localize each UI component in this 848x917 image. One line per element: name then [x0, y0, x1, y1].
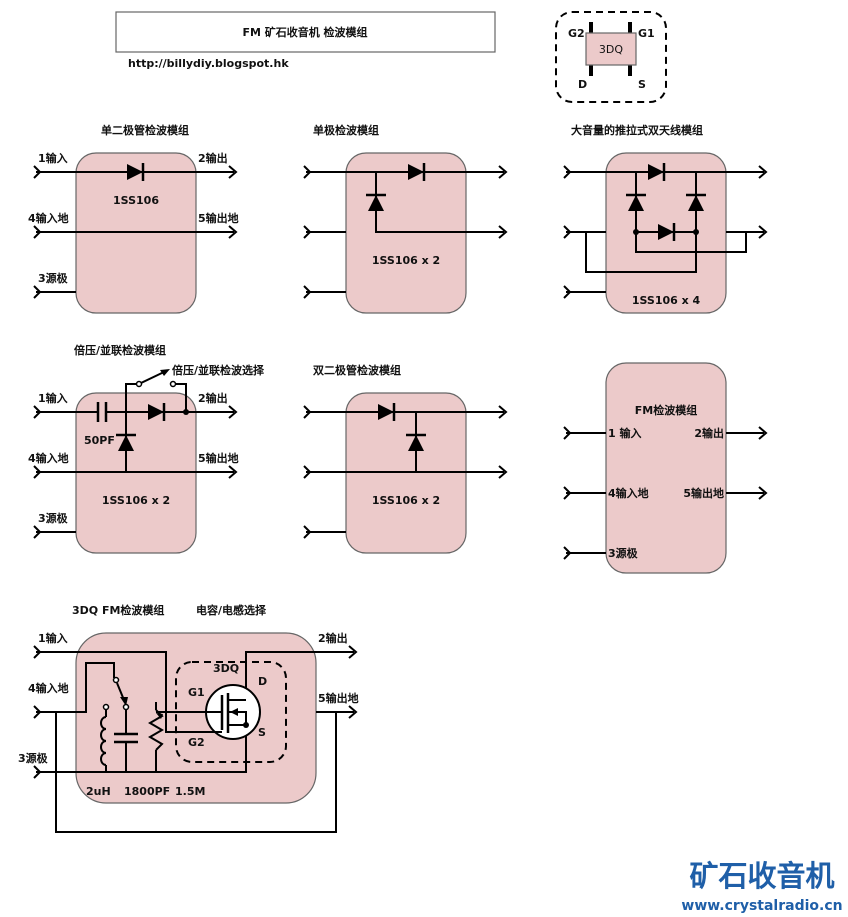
module-title: 双二极管检波模组 — [313, 363, 401, 377]
module-single-diode: 单二极管检波模组 1SS106 1输入 2输出 4输入地 5输出地 3源极 — [28, 123, 239, 314]
port-label: 1 输入 — [608, 426, 641, 440]
port-label: 1输入 — [38, 151, 68, 165]
page-title: FM 矿石收音机 检波模组 — [242, 25, 367, 39]
module-title: 单极检波模组 — [313, 123, 379, 137]
transistor-package — [585, 32, 637, 66]
module-body — [605, 362, 727, 574]
part-label: 1SS106 x 2 — [372, 494, 440, 507]
module-dual-diode: 双二极管检波模组 1SS106 x 2 — [303, 363, 507, 554]
capacitor-value: 50PF — [84, 434, 115, 447]
pin-g1-label: G1 — [638, 27, 655, 40]
legend-part-label: 3DQ — [599, 43, 623, 56]
logo-url[interactable]: www.crystalradio.cn — [681, 898, 842, 914]
module-generic-fm: FM检波模组 1 输入 2输出 4输入地 5输出地 3源极 — [563, 362, 767, 574]
port-label: 1输入 — [38, 391, 68, 405]
port-label: 2输出 — [694, 426, 724, 440]
port-label: 3源极 — [608, 546, 639, 560]
transistor-dashed-frame — [175, 661, 287, 763]
part-label: 1SS106 x 2 — [102, 494, 170, 507]
port-label: 1输入 — [38, 631, 68, 645]
blog-url[interactable]: http://billydiy.blogspot.hk — [128, 57, 289, 70]
port-label: 5输出地 — [198, 211, 239, 225]
inductor-value: 2uH — [86, 785, 111, 798]
switch-contact — [135, 380, 143, 388]
port-label: 5输出地 — [683, 486, 724, 500]
inductor-icon — [100, 710, 107, 772]
port-label: 2输出 — [198, 391, 228, 405]
module-body — [75, 632, 317, 804]
port-label: 4输入地 — [28, 211, 69, 225]
port-label: 4输入地 — [608, 486, 649, 500]
port-label: 3源极 — [38, 511, 69, 525]
part-label: 1SS106 x 2 — [372, 254, 440, 267]
pin-label: S — [258, 726, 266, 739]
module-single-pole: 单极检波模组 1SS106 x 2 — [303, 123, 507, 314]
logo-name: 矿石收音机 — [689, 859, 834, 893]
title-box — [115, 11, 496, 53]
capacitor-icon — [114, 710, 138, 772]
pin-g2-label: G2 — [568, 27, 585, 40]
port-label: 4输入地 — [28, 451, 69, 465]
pin-label: D — [258, 675, 267, 688]
module-3dq-fm: 3DQ FM检波模组 电容/电感选择 — [18, 603, 359, 833]
mosfet-icon — [205, 684, 261, 740]
port-label: 4输入地 — [28, 681, 69, 695]
port-label: 5输出地 — [198, 451, 239, 465]
pin-label: G1 — [188, 686, 205, 699]
legend-dashed-frame — [555, 11, 667, 103]
port-label: 3源极 — [18, 751, 49, 765]
transistor-legend: 3DQ G2 G1 D S — [555, 11, 667, 103]
module-doubler: 倍压/並联检波模组 倍压/並联检波选择 50PF 1SS106 x 2 1输入 … — [28, 343, 265, 554]
port-label: 5输出地 — [318, 691, 359, 705]
module-title: FM检波模组 — [635, 403, 697, 417]
module-push-pull: 大音量的推拉式双天线模组 1SS106 x 4 — [563, 123, 767, 314]
module-title: 单二极管检波模组 — [101, 123, 189, 137]
site-logo: 矿石收音机 www.crystalradio.cn — [681, 859, 842, 914]
capacitor-value: 1800PF — [124, 785, 170, 798]
switch-label: 倍压/並联检波选择 — [172, 363, 265, 377]
module-title: 倍压/並联检波模组 — [74, 343, 166, 357]
pin-label: G2 — [188, 736, 205, 749]
pin-d-label: D — [578, 78, 587, 91]
potentiometer-icon — [148, 702, 206, 772]
header: FM 矿石收音机 检波模组 http://billydiy.blogspot.h… — [115, 11, 496, 70]
pin-s-label: S — [638, 78, 646, 91]
port-label: 3源极 — [38, 271, 69, 285]
resistor-value: 1.5M — [175, 785, 205, 798]
transistor-label: 3DQ — [213, 662, 239, 675]
part-label: 1SS106 — [113, 194, 159, 207]
port-label: 2输出 — [318, 631, 348, 645]
selector-switch[interactable] — [140, 371, 165, 384]
module-title: 3DQ FM检波模组 — [72, 603, 164, 617]
module-title: 大音量的推拉式双天线模组 — [571, 123, 703, 137]
selector-label: 电容/电感选择 — [196, 603, 267, 617]
port-label: 2输出 — [198, 151, 228, 165]
part-label: 1SS106 x 4 — [632, 294, 701, 307]
